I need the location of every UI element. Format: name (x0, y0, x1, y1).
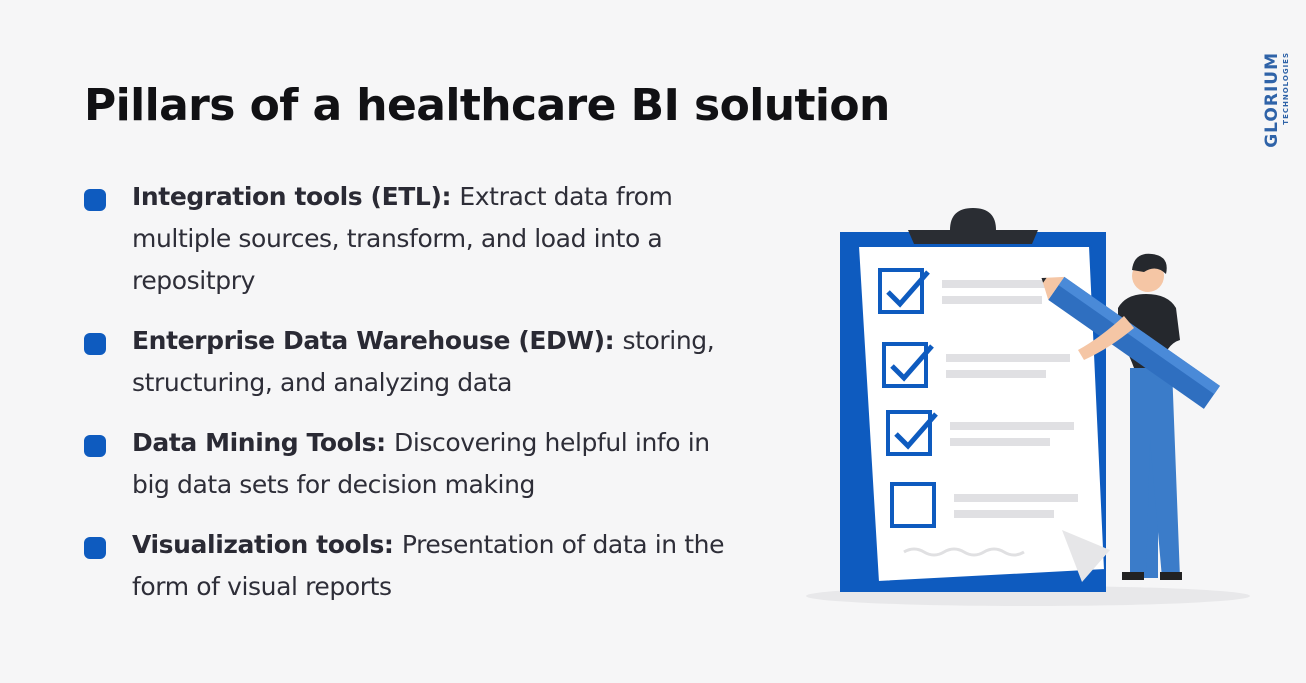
bullet-icon (84, 189, 106, 211)
item-description: Extract data from multiple sources, tran… (132, 182, 673, 295)
checkbox-icon (878, 268, 924, 314)
person-figure (1118, 253, 1182, 580)
text-line (954, 510, 1054, 518)
item-term: Enterprise Data Warehouse (EDW): (132, 326, 623, 355)
person-arm (1078, 316, 1134, 360)
checkmark-icon (886, 270, 930, 308)
list-item: Enterprise Data Warehouse (EDW): storing… (84, 320, 734, 404)
bullet-icon (84, 537, 106, 559)
text-line (946, 370, 1046, 378)
text-line (946, 354, 1070, 362)
checkbox-icon (882, 342, 928, 388)
item-description: Presentation of data in the form of visu… (132, 530, 725, 601)
paper-fold (1062, 530, 1110, 582)
clip-top (950, 208, 996, 230)
brand-tagline: TECHNOLOGIES (1282, 52, 1290, 125)
text-line (950, 422, 1074, 430)
text-line (942, 280, 1066, 288)
page-title: Pillars of a healthcare BI solution (84, 80, 890, 131)
item-term: Data Mining Tools: (132, 428, 394, 457)
list-item: Visualization tools: Presentation of dat… (84, 524, 734, 608)
squiggle-line (903, 547, 1025, 557)
list-item: Integration tools (ETL): Extract data fr… (84, 176, 734, 302)
checklist (878, 268, 1078, 528)
checkmark-icon (894, 412, 938, 450)
bullet-icon (84, 435, 106, 457)
clipboard-illustration (806, 208, 1250, 606)
item-term: Visualization tools: (132, 530, 402, 559)
brand-name: GLORIUM (1262, 52, 1282, 148)
text-line (954, 494, 1078, 502)
item-term: Integration tools (ETL): (132, 182, 460, 211)
pillars-list: Integration tools (ETL): Extract data fr… (84, 176, 734, 608)
checkmark-icon (890, 344, 934, 382)
text-line (942, 296, 1042, 304)
bullet-icon (84, 333, 106, 355)
pencil-icon (1041, 276, 1220, 409)
list-item: Data Mining Tools: Discovering helpful i… (84, 422, 734, 506)
checkbox-icon (890, 482, 936, 528)
text-line (950, 438, 1050, 446)
clip-base (908, 230, 1038, 244)
checkbox-icon (886, 410, 932, 456)
item-description: storing, structuring, and analyzing data (132, 326, 715, 397)
item-description: Discovering helpful info in big data set… (132, 428, 710, 499)
brand-logo: GLORIUM TECHNOLOGIES (1262, 52, 1294, 148)
